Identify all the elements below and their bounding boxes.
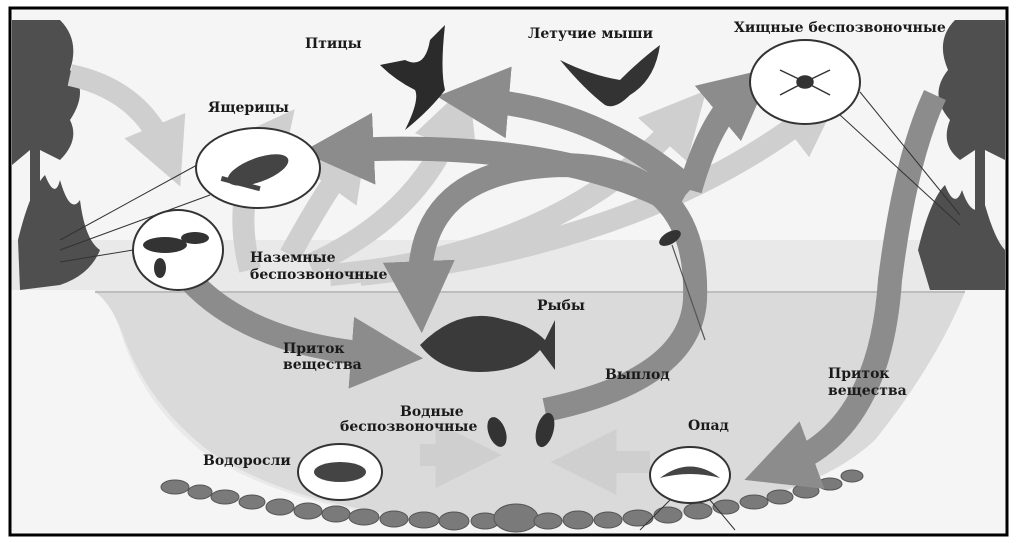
algae-icon	[314, 462, 366, 482]
label-aquatic-invertebrates-line2: беспозвоночные	[340, 419, 477, 435]
label-terrestrial-invertebrates-line1: Наземные	[250, 250, 336, 266]
label-terrestrial-invertebrates-line2: беспозвоночные	[250, 267, 387, 283]
label-lizards: Ящерицы	[208, 100, 289, 116]
label-litter: Опад	[688, 418, 729, 434]
label-inflow-left-line2: вещества	[283, 357, 362, 373]
label-emergence: Выплод	[605, 367, 670, 383]
label-aquatic-invertebrates-line1: Водные	[400, 404, 464, 420]
label-inflow-left-line1: Приток	[283, 341, 345, 357]
label-predatory-invertebrates: Хищные беспозвоночные	[734, 20, 946, 36]
label-algae: Водоросли	[203, 453, 291, 469]
label-bats: Летучие мыши	[528, 26, 653, 42]
label-birds: Птицы	[305, 36, 362, 52]
label-fish: Рыбы	[537, 298, 585, 314]
label-inflow-right-line2: вещества	[828, 383, 907, 399]
label-inflow-right-line1: Приток	[828, 366, 890, 382]
litter-callout	[650, 447, 730, 503]
